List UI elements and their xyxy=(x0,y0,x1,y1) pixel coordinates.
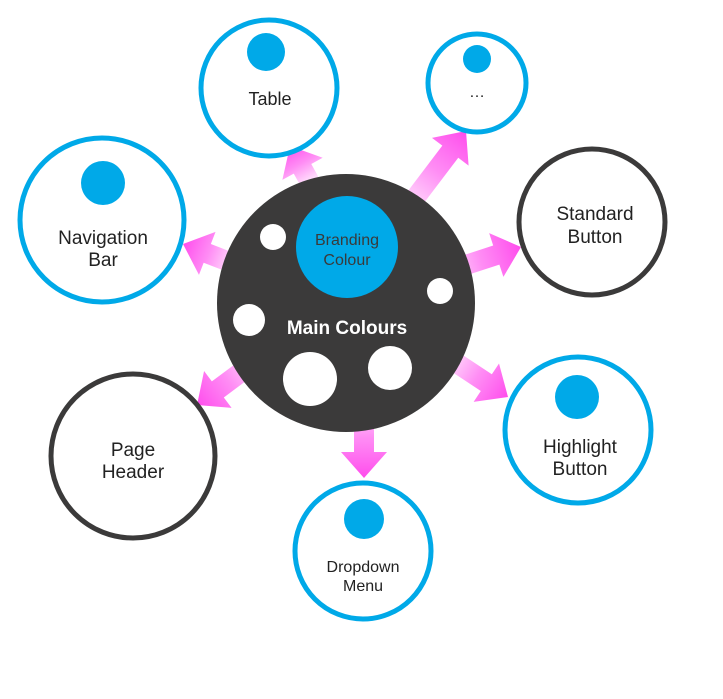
white-swatch-small-left-top[interactable] xyxy=(260,224,286,250)
white-swatch-medium[interactable] xyxy=(368,346,412,390)
node-standard-button[interactable]: Standard Button xyxy=(516,146,668,298)
white-swatch-left[interactable] xyxy=(233,304,265,336)
node-page-header-label-line1: Page xyxy=(111,440,155,461)
node-more-dot xyxy=(463,45,491,73)
node-table-ring xyxy=(198,17,340,159)
node-navigation-bar-label-line1: Navigation xyxy=(58,228,148,249)
node-highlight-button-dot xyxy=(555,375,599,419)
branding-colour-swatch[interactable] xyxy=(296,196,398,298)
node-standard-button-label-line2: Button xyxy=(568,227,623,248)
node-navigation-bar-dot xyxy=(81,161,125,205)
arrow-to-dropdown-menu xyxy=(341,388,387,478)
node-highlight-button-ring xyxy=(502,354,654,506)
node-navigation-bar-label-line2: Bar xyxy=(88,250,118,271)
node-page-header[interactable]: Page Header xyxy=(48,371,218,541)
node-navigation-bar[interactable]: Navigation Bar xyxy=(17,135,187,305)
branding-colour-label-line2: Colour xyxy=(323,252,371,269)
node-standard-button-ring xyxy=(516,146,668,298)
node-dropdown-menu-ring xyxy=(292,480,434,622)
white-swatch-large[interactable] xyxy=(283,352,337,406)
node-more-ring xyxy=(425,31,529,135)
node-dropdown-menu-dot xyxy=(344,499,384,539)
branding-colour-label-line1: Branding xyxy=(315,232,379,249)
node-page-header-ring xyxy=(48,371,218,541)
node-navigation-bar-ring xyxy=(17,135,187,305)
node-table-dot xyxy=(247,33,285,71)
main-colours-label: Main Colours xyxy=(287,318,407,339)
node-more[interactable]: … xyxy=(425,31,529,135)
white-swatch-small-right[interactable] xyxy=(427,278,453,304)
node-dropdown-menu-label-line1: Dropdown xyxy=(327,559,400,576)
node-highlight-button-label-line2: Button xyxy=(553,459,608,480)
node-dropdown-menu-label-line2: Menu xyxy=(343,578,383,595)
node-table[interactable]: Table xyxy=(198,17,340,159)
node-highlight-button-label-line1: Highlight xyxy=(543,437,618,458)
node-more-label: … xyxy=(469,84,485,101)
node-table-label: Table xyxy=(248,89,291,109)
node-standard-button-label-line1: Standard xyxy=(556,204,633,225)
node-highlight-button[interactable]: Highlight Button xyxy=(502,354,654,506)
node-dropdown-menu[interactable]: Dropdown Menu xyxy=(292,480,434,622)
node-page-header-label-line2: Header xyxy=(102,462,165,483)
